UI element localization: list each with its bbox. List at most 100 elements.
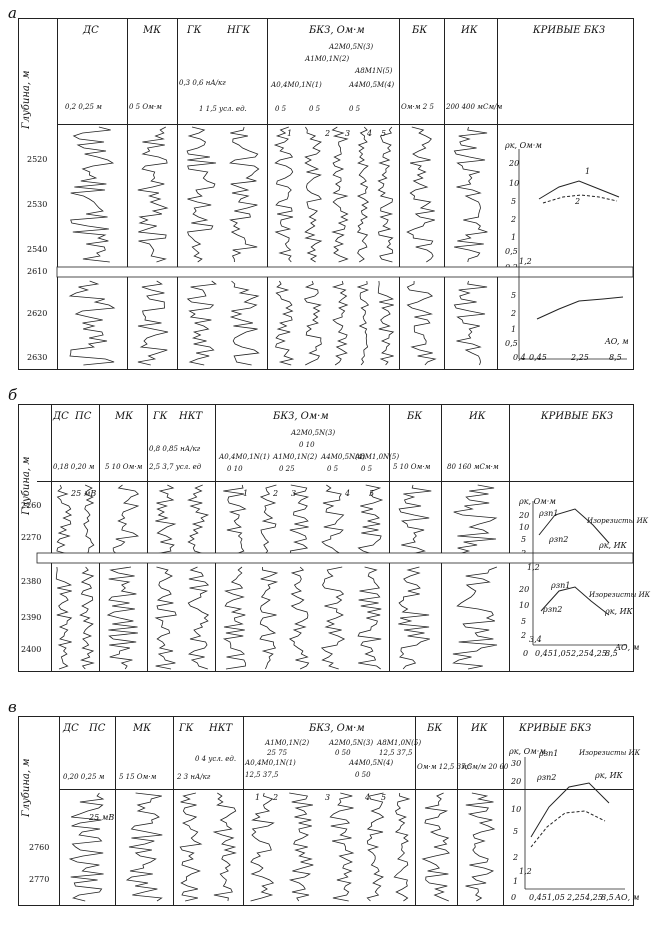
curve-number: 4 [345, 489, 351, 498]
probe-label: А4М0,5М(4) [349, 81, 395, 89]
log-trace [259, 567, 279, 670]
column-divider [99, 405, 100, 671]
column-divider [243, 717, 244, 905]
bkz-curve [530, 810, 606, 848]
scale-bk: Ом·м 2 5 [401, 103, 434, 111]
log-curves [56, 126, 633, 366]
log-trace [112, 484, 140, 555]
log-trace [222, 566, 246, 670]
bkz-annot: ρзп1 [551, 581, 571, 590]
log-trace [137, 280, 169, 366]
probe-label: А0,4М0,1N(1) [271, 81, 322, 89]
bkz-tick: 5 [513, 827, 519, 836]
bkz-x-tick: 4,25 [589, 649, 607, 658]
bkz-x-tick: 1,05 [553, 649, 571, 658]
panel-a: Глубина, м ДС МК ГК НГК БКЗ, Ом·м БК ИК … [18, 18, 634, 370]
header-mk: МК [133, 723, 151, 734]
bkz-annot: ρк, ИК [595, 771, 623, 780]
probe-label: А2М0,5N(3) [329, 739, 374, 747]
probe-scale: 0 5 [349, 105, 361, 113]
curve-number: 2 [273, 489, 279, 498]
curve-number: 4 [367, 129, 373, 138]
header-bkz: БКЗ, Ом·м [309, 25, 365, 36]
header-nkt: НКТ [179, 411, 203, 422]
header-bk: БК [407, 411, 423, 422]
log-trace [154, 484, 177, 555]
bkz-tick: 2 [511, 309, 517, 318]
bkz-tick: 20 [519, 585, 530, 594]
bkz-annot: ρзп2 [537, 773, 557, 782]
bkz-mark: 1,2 [519, 257, 532, 266]
depth-break-band [36, 552, 633, 564]
scale-ik: 200 400 мСм/м [446, 103, 503, 111]
scale-mk: 5 10 Ом·м [105, 463, 143, 471]
header-ps: ПС [75, 411, 92, 422]
bkz-tick: 1 [511, 233, 517, 242]
depth-tick: 2520 [27, 155, 48, 164]
bkz-annot: Изорезисты ИК [579, 749, 641, 757]
log-trace [331, 126, 349, 263]
depth-tick: 2540 [27, 245, 48, 254]
log-trace [187, 566, 210, 670]
scale-mk: 0 5 Ом·м [129, 103, 162, 111]
header-gk: ГК [179, 723, 194, 734]
panel-a-label: а [8, 4, 17, 22]
bkz-x-tick: 4,25 [585, 893, 603, 902]
bkz-tick: 0,5 [505, 339, 518, 348]
scale-ik: мСм/м 20 60 [461, 763, 509, 771]
log-trace [56, 484, 73, 555]
log-trace [356, 126, 370, 263]
curve-number: 5 [369, 489, 375, 498]
log-trace [212, 792, 237, 902]
log-trace [106, 566, 138, 670]
bkz-x-tick: 0,45 [535, 649, 553, 658]
log-trace [303, 280, 322, 366]
ps-note: 25 мВ [89, 813, 115, 822]
log-trace [229, 126, 260, 263]
bkz-annot: ρзп2 [543, 605, 563, 614]
header-ds: ДС [63, 723, 79, 734]
bkz-curve [542, 194, 618, 204]
bkz-curve [538, 508, 610, 544]
log-trace [331, 280, 349, 366]
curve-number: 3 [345, 129, 351, 138]
header-ds: ДС [83, 25, 99, 36]
log-trace [377, 126, 394, 263]
bkz-tick: 0,5 [505, 247, 518, 256]
log-trace [55, 566, 73, 670]
log-curves [36, 484, 633, 670]
header-gk: ГК [153, 411, 168, 422]
column-divider [57, 19, 58, 369]
probe-scale: 0 5 [275, 105, 287, 113]
column-divider [399, 19, 400, 369]
scale-ds: 0,18 0,20 м [53, 463, 95, 471]
probe-scale: 0 50 [355, 771, 371, 779]
panel-b-label: б [8, 386, 18, 404]
bkz-tick: 5 [511, 197, 517, 206]
bkz-tick: 5 [521, 535, 527, 544]
log-trace [259, 484, 277, 555]
header-mk: МК [115, 411, 133, 422]
header-curves: КРИВЫЕ БКЗ [540, 411, 614, 422]
bkz-tick: 2 [513, 853, 519, 862]
bkz-curve [538, 180, 620, 200]
depth-tick: 2260 [21, 501, 42, 510]
probe-label: А4М0,5N(4) [321, 453, 366, 461]
bkz-tick: 1 [513, 877, 519, 886]
header-curves: КРИВЫЕ БКЗ [519, 723, 592, 734]
log-trace [68, 280, 116, 366]
log-trace [289, 484, 310, 555]
log-trace [229, 280, 260, 366]
probe-scale: 0 10 [299, 441, 315, 449]
log-trace [125, 792, 163, 902]
probe-scale: 0 25 [279, 465, 295, 473]
bkz-annot: ρк, ИК [605, 607, 633, 616]
scale-mk: 5 15 Ом·м [119, 773, 157, 781]
depth-tick: 2770 [29, 875, 50, 884]
column-divider [127, 19, 128, 369]
bkz-curve [536, 296, 624, 320]
header-bkz: БКЗ, Ом·м [309, 723, 365, 734]
column-divider [51, 405, 52, 671]
bkz-x-tick: 2,25 [567, 893, 585, 902]
depth-tick: 2270 [21, 533, 42, 542]
